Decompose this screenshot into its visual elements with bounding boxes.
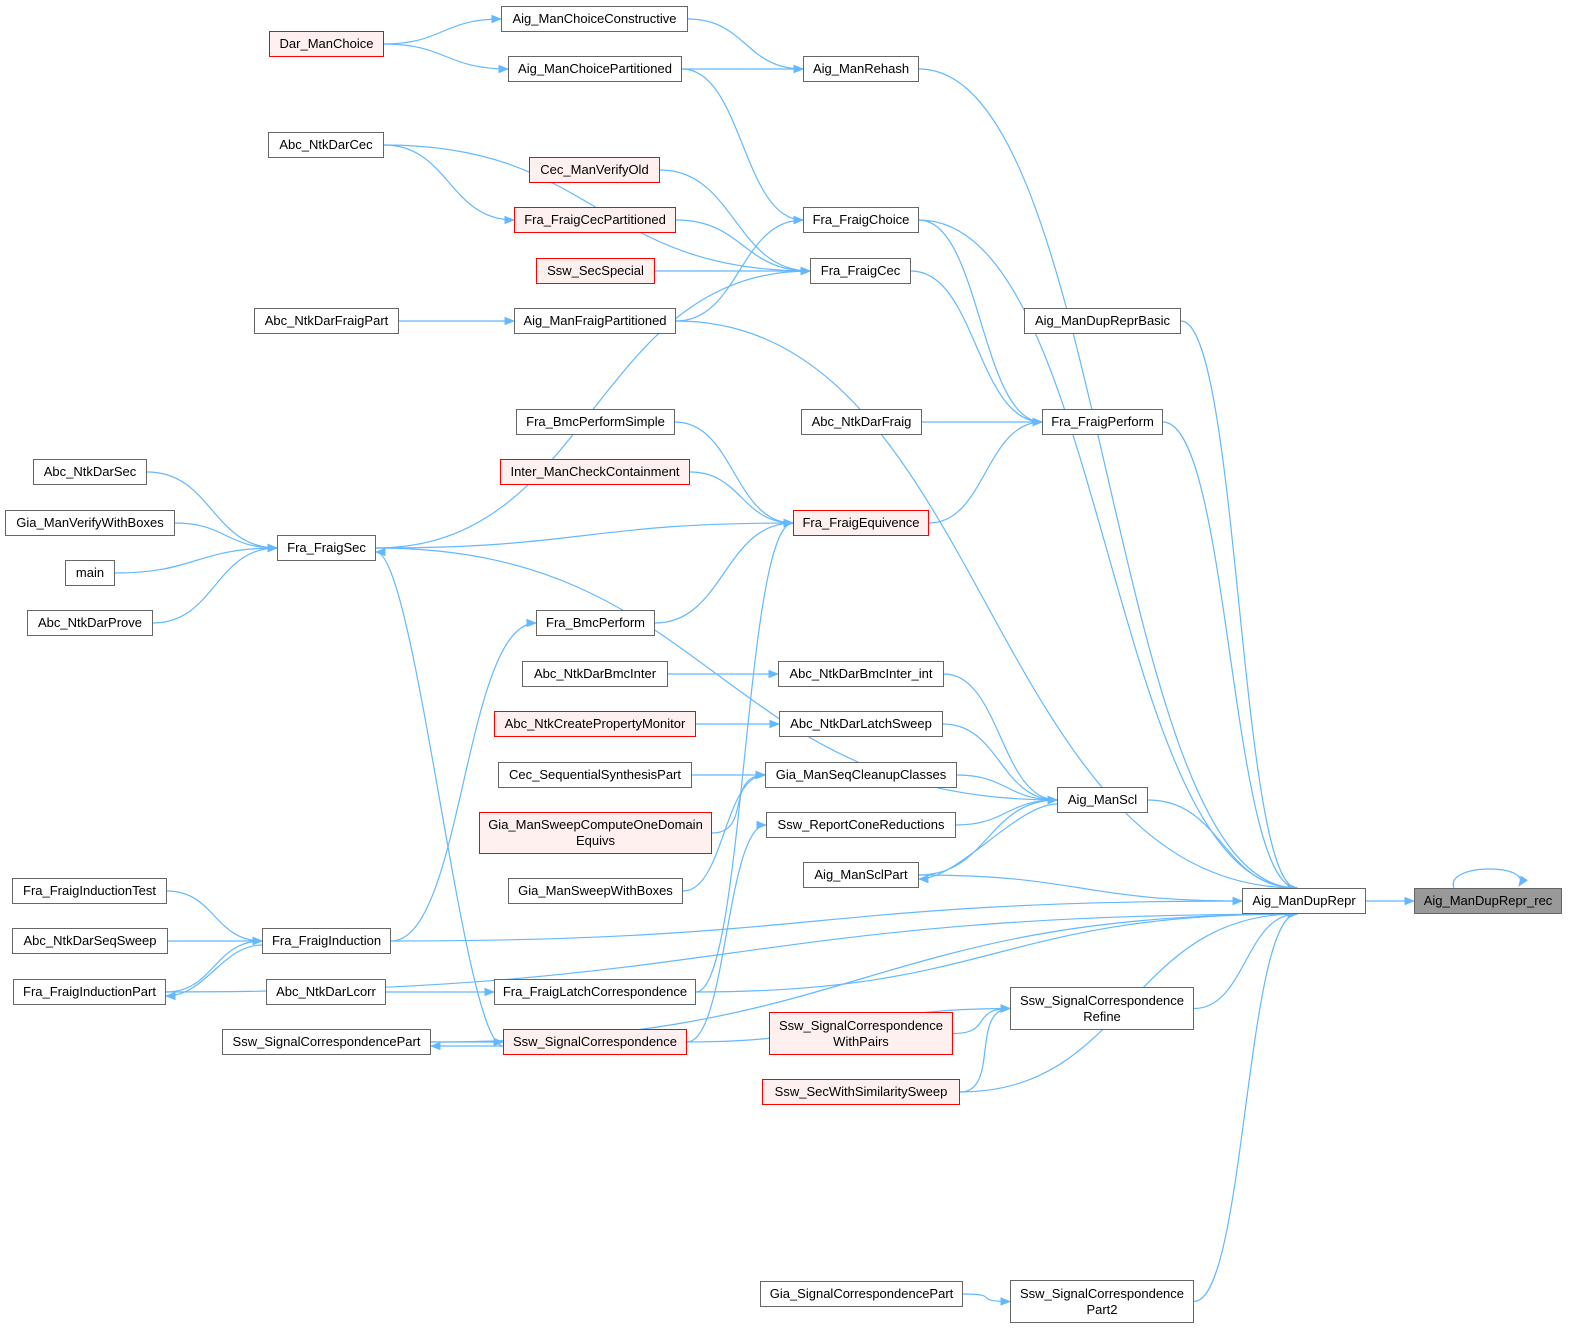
- edge-scl-to-dup: [1147, 799, 1299, 893]
- node-sim-sweep[interactable]: Ssw_SecWithSimilaritySweep: [762, 1079, 960, 1105]
- edge-dupBasic-to-dup: [1180, 320, 1299, 893]
- node-main[interactable]: main: [65, 560, 115, 586]
- node-latch-corr[interactable]: Fra_FraigLatchCorrespondence: [494, 979, 696, 1005]
- edge-sweepBoxes-to-seqCleanup: [682, 770, 767, 892]
- node-sweep-one[interactable]: Gia_ManSweepComputeOneDomain Equivs: [479, 812, 712, 854]
- node-dar-prove[interactable]: Abc_NtkDarProve: [27, 610, 153, 636]
- node-choice-p[interactable]: Aig_ManChoicePartitioned: [508, 56, 682, 82]
- node-gia-sc-part[interactable]: Gia_SignalCorrespondencePart: [760, 1281, 963, 1307]
- edge-indPart-to-fInduction: [165, 936, 264, 993]
- node-cec-part[interactable]: Fra_FraigCecPartitioned: [514, 207, 676, 233]
- edge-verifyOld-to-fCec: [659, 169, 812, 276]
- edge-sclPart-to-scl: [918, 795, 1059, 876]
- node-dar-fraig[interactable]: Abc_NtkDarFraig: [801, 409, 922, 435]
- node-cec-seq-syn[interactable]: Cec_SequentialSynthesisPart: [498, 762, 692, 788]
- edge-scPart2-to-dup: [1193, 909, 1299, 1303]
- edge-sc-to-coneRed: [686, 820, 768, 1043]
- edge-rec-to-rec: [1452, 868, 1528, 889]
- node-sc-part2[interactable]: Ssw_SignalCorrespondence Part2: [1010, 1280, 1194, 1323]
- node-rehash[interactable]: Aig_ManRehash: [803, 56, 919, 82]
- edge-coneRed-to-scl: [955, 795, 1059, 826]
- edge-bmcSimple-to-fEquiv: [674, 421, 795, 528]
- edge-indTest-to-fInduction: [166, 890, 264, 946]
- node-ind-part[interactable]: Fra_FraigInductionPart: [13, 979, 166, 1005]
- edge-fraigPart-to-fChoice: [675, 215, 805, 322]
- node-f-sec[interactable]: Fra_FraigSec: [277, 535, 376, 561]
- node-scl[interactable]: Aig_ManScl: [1057, 787, 1148, 813]
- edge-fInduction-to-dup: [390, 896, 1244, 942]
- node-f-cec[interactable]: Fra_FraigCec: [810, 258, 911, 284]
- edge-latchCorr-to-fEquiv: [695, 518, 795, 993]
- edge-darBmcInterInt-to-scl: [943, 673, 1059, 805]
- node-f-equiv[interactable]: Fra_FraigEquivence: [793, 510, 929, 536]
- node-dar-fraig-part[interactable]: Abc_NtkDarFraigPart: [254, 308, 399, 334]
- edge-latchSweep-to-scl: [942, 723, 1059, 805]
- edge-fChoice-to-fPerform: [918, 219, 1044, 427]
- edge-fSec-to-fEquiv: [375, 518, 795, 549]
- edge-giaScPart-to-scPart2: [962, 1293, 1012, 1306]
- edge-scRefine-to-dup: [1193, 909, 1299, 1010]
- node-sweep-boxes[interactable]: Gia_ManSweepWithBoxes: [508, 878, 683, 904]
- node-dar-cec[interactable]: Abc_NtkDarCec: [268, 132, 384, 158]
- node-dup-basic[interactable]: Aig_ManDupReprBasic: [1024, 308, 1181, 334]
- node-seq-sweep[interactable]: Abc_NtkDarSeqSweep: [12, 928, 168, 954]
- node-sc-pairs[interactable]: Ssw_SignalCorrespondence WithPairs: [769, 1012, 953, 1055]
- edge-fChoice-to-dup: [918, 219, 1299, 893]
- edge-choiceP-to-fChoice: [681, 68, 805, 225]
- edge-darCec-to-cecPart: [383, 144, 516, 225]
- node-cone-red[interactable]: Ssw_ReportConeReductions: [766, 812, 956, 838]
- node-gia-verify[interactable]: Gia_ManVerifyWithBoxes: [5, 510, 175, 536]
- edge-sclPart-to-dup: [918, 874, 1244, 906]
- node-dar-sec[interactable]: Abc_NtkDarSec: [33, 459, 147, 485]
- edge-rehash-to-dup: [918, 68, 1299, 893]
- node-verify-old[interactable]: Cec_ManVerifyOld: [529, 157, 660, 183]
- node-rec[interactable]: Aig_ManDupRepr_rec: [1414, 888, 1562, 914]
- edge-interCheck-to-fEquiv: [689, 471, 795, 528]
- node-bmc-simple[interactable]: Fra_BmcPerformSimple: [516, 409, 675, 435]
- node-seq-cleanup[interactable]: Gia_ManSeqCleanupClasses: [765, 762, 957, 788]
- node-fraig-part[interactable]: Aig_ManFraigPartitioned: [514, 308, 676, 334]
- edge-sc-to-fSec: [374, 547, 504, 1047]
- edge-darProve-to-fSec: [152, 543, 279, 624]
- edge-sweepOne-to-seqCleanup: [711, 770, 767, 834]
- node-dar-bmc-inter[interactable]: Abc_NtkDarBmcInter: [522, 661, 668, 687]
- node-prop-mon[interactable]: Abc_NtkCreatePropertyMonitor: [494, 711, 696, 737]
- edge-latchCorr-to-dup: [695, 909, 1299, 993]
- node-inter-check[interactable]: Inter_ManCheckContainment: [500, 459, 690, 485]
- edge-seqCleanup-to-scl: [956, 774, 1059, 805]
- node-sc-part[interactable]: Ssw_SignalCorrespondencePart: [222, 1029, 431, 1055]
- edge-fPerform-to-dup: [1162, 421, 1299, 893]
- edge-darChoice-to-choiceC: [383, 14, 503, 45]
- node-f-induction[interactable]: Fra_FraigInduction: [262, 928, 391, 954]
- node-sc-refine[interactable]: Ssw_SignalCorrespondence Refine: [1010, 987, 1194, 1030]
- node-sc[interactable]: Ssw_SignalCorrespondence: [503, 1029, 687, 1055]
- edge-fEquiv-to-fPerform: [928, 417, 1044, 524]
- edge-fraigPart-to-dup: [675, 320, 1299, 893]
- node-dar-bmc-inter-int[interactable]: Abc_NtkDarBmcInter_int: [778, 661, 944, 687]
- edge-bmcPerform-to-fEquiv: [654, 518, 795, 624]
- node-scl-part[interactable]: Aig_ManSclPart: [803, 862, 919, 888]
- edge-scl-to-sclPart: [917, 803, 1058, 884]
- edge-fInduction-to-indPart: [164, 944, 263, 1001]
- node-latch-sweep[interactable]: Abc_NtkDarLatchSweep: [779, 711, 943, 737]
- node-f-perform[interactable]: Fra_FraigPerform: [1042, 409, 1163, 435]
- edge-main-to-fSec: [114, 543, 279, 574]
- edge-giaVerify-to-fSec: [174, 522, 279, 553]
- node-ind-test[interactable]: Fra_FraigInductionTest: [12, 878, 167, 904]
- edge-simSweep-to-scRefine: [959, 1004, 1012, 1093]
- edge-choiceC-to-rehash: [687, 18, 805, 74]
- edge-darSec-to-fSec: [146, 471, 279, 553]
- edge-fCec-to-fPerform: [910, 270, 1044, 427]
- node-sec-special[interactable]: Ssw_SecSpecial: [536, 258, 655, 284]
- edge-cecPart-to-fCec: [675, 219, 812, 276]
- node-dar-lcorr[interactable]: Abc_NtkDarLcorr: [266, 979, 386, 1005]
- node-dup[interactable]: Aig_ManDupRepr: [1242, 888, 1366, 914]
- edge-scPairs-to-scRefine: [952, 1004, 1012, 1035]
- node-bmc-perform[interactable]: Fra_BmcPerform: [536, 610, 655, 636]
- edge-fInduction-to-bmcPerform: [390, 618, 538, 942]
- edge-darChoice-to-choiceP: [383, 43, 510, 74]
- node-choice-c[interactable]: Aig_ManChoiceConstructive: [501, 6, 688, 32]
- node-f-choice[interactable]: Fra_FraigChoice: [803, 207, 919, 233]
- node-dar-choice[interactable]: Dar_ManChoice: [269, 31, 384, 57]
